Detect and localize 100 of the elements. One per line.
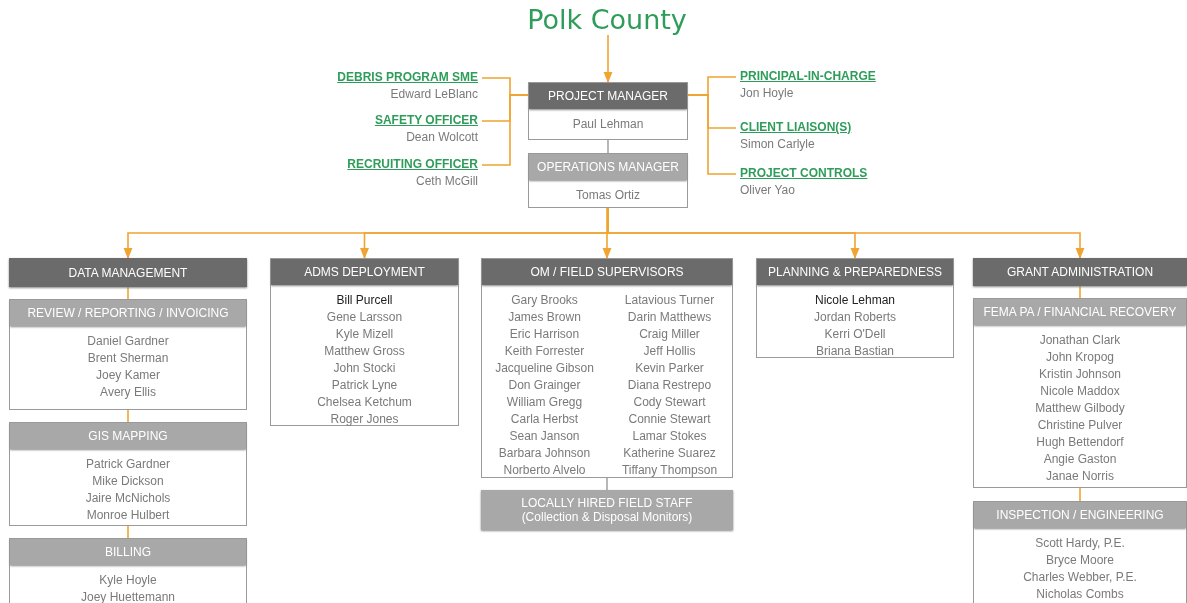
person-name: Kristin Johnson	[1037, 366, 1122, 383]
person-name: William Gregg	[505, 394, 584, 411]
person-name: Patrick Gardner	[85, 456, 171, 473]
card-header: ADMS DEPLOYMENT	[271, 259, 458, 285]
card-header: GIS MAPPING	[10, 423, 246, 449]
connector-line	[1079, 487, 1081, 502]
person-name: Darin Matthews	[626, 309, 713, 326]
person-name: Avery Ellis	[99, 384, 157, 401]
person-name: Tiffany Thompson	[620, 462, 719, 479]
person-name: Chelsea Ketchum	[316, 394, 413, 411]
person-name: Lamar Stokes	[631, 428, 708, 445]
org-card	[528, 153, 688, 208]
person-name: John Stocki	[332, 360, 397, 377]
department-header	[9, 258, 247, 287]
person-name: John Kropog	[1044, 349, 1116, 366]
connector-line	[606, 477, 608, 491]
connector-line	[603, 34, 613, 84]
person-name: Latavious Turner	[623, 292, 716, 309]
header-title: GRANT ADMINISTRATION	[1005, 265, 1155, 279]
connector-line	[607, 139, 609, 154]
person-name: Charles Webber, P.E.	[1022, 569, 1138, 586]
person-name: Brent Sherman	[86, 350, 170, 367]
person-name: Mike Dickson	[91, 473, 165, 490]
role-title: PRINCIPAL-IN-CHARGE	[740, 69, 877, 83]
person-name: Oliver Yao	[740, 183, 796, 197]
header-title: LOCALLY HIRED FIELD STAFF	[520, 496, 694, 510]
person-name: Briana Bastian	[814, 343, 895, 360]
person-name: Jaire McNichols	[84, 490, 172, 507]
person-name: Simon Carlyle	[740, 137, 816, 151]
role-title: PROJECT CONTROLS	[740, 166, 869, 180]
card-header: INSPECTION / ENGINEERING	[974, 502, 1186, 528]
person-name: Angie Gaston	[1042, 451, 1118, 468]
connector-line	[127, 286, 129, 300]
person-name: Carla Herbst	[509, 411, 580, 428]
person-name: Jeff Hollis	[642, 343, 697, 360]
card-header: PLANNING & PREPAREDNESS	[757, 259, 953, 285]
org-card	[973, 298, 1187, 488]
person-name: Nicole Lehman	[813, 292, 896, 309]
person-name: Jacqueline Gibson	[494, 360, 595, 377]
person-name: Roger Jones	[329, 411, 400, 428]
org-card	[481, 258, 733, 478]
role-title: SAFETY OFFICER	[373, 113, 478, 127]
connector-line	[127, 409, 129, 423]
card-header: BILLING	[10, 539, 246, 565]
person-name: Bill Purcell	[335, 292, 394, 309]
connector-line	[687, 94, 737, 175]
person-name: Monroe Hulbert	[85, 507, 171, 524]
person-name: Nicholas Combs	[1035, 586, 1125, 603]
person-name: Cody Stewart	[632, 394, 707, 411]
person-name: Edward LeBlanc	[389, 87, 478, 101]
person-name: Matthew Gross	[323, 343, 406, 360]
card-header: REVIEW / REPORTING / INVOICING	[10, 300, 246, 326]
person-name: Nicole Maddox	[1039, 383, 1121, 400]
person-name: Barbara Johnson	[497, 445, 592, 462]
header-title: DATA MANAGEMENT	[67, 265, 189, 280]
connector-line	[481, 94, 529, 166]
person-name: Kyle Mizell	[334, 326, 395, 343]
person-name: Jonathan Clark	[1038, 332, 1122, 349]
card-header: PROJECT MANAGER	[529, 83, 687, 109]
org-card	[973, 501, 1187, 603]
person-name: Keith Forrester	[503, 343, 586, 360]
person-name: Daniel Gardner	[86, 333, 170, 350]
person-name: Jordan Roberts	[812, 309, 897, 326]
person-name: Diana Restrepo	[626, 377, 713, 394]
person-name: Patrick Lyne	[330, 377, 399, 394]
org-card	[756, 258, 954, 358]
person-name: Norberto Alvelo	[502, 462, 587, 479]
card-header: OM / FIELD SUPERVISORS	[482, 259, 732, 285]
person-name: Kyle Hoyle	[98, 572, 158, 589]
role-title: CLIENT LIAISON(S)	[740, 120, 853, 134]
department-header	[481, 490, 733, 530]
connector-line	[127, 525, 129, 539]
person-name: Christine Pulver	[1036, 417, 1124, 434]
person-name: Tomas Ortiz	[575, 187, 641, 204]
card-header: FEMA PA / FINANCIAL RECOVERY	[974, 299, 1186, 325]
person-name: Don Grainger	[507, 377, 582, 394]
person-name: Sean Janson	[508, 428, 581, 445]
org-card	[528, 82, 688, 140]
header-subtitle: (Collection & Disposal Monitors)	[520, 510, 694, 524]
person-name: Dean Wolcott	[405, 130, 478, 144]
org-card	[9, 422, 247, 526]
person-name: Kevin Parker	[634, 360, 705, 377]
person-name: Craig Miller	[638, 326, 701, 343]
org-card	[270, 258, 459, 426]
person-name: Bryce Moore	[1045, 552, 1115, 569]
person-name: Joey Kamer	[95, 367, 161, 384]
person-name: Matthew Gilbody	[1034, 400, 1126, 417]
role-title: RECRUITING OFFICER	[346, 157, 478, 171]
role-title: DEBRIS PROGRAM SME	[336, 70, 478, 84]
person-name: Connie Stewart	[627, 411, 712, 428]
person-name: Paul Lehman	[571, 116, 645, 133]
person-name: Kerri O'Dell	[823, 326, 887, 343]
person-name: Janae Norris	[1045, 468, 1115, 485]
person-name: Hugh Bettendorf	[1035, 434, 1125, 451]
connector-line	[1079, 285, 1081, 299]
connector-line	[602, 207, 612, 260]
person-name: James Brown	[507, 309, 582, 326]
org-card	[9, 299, 247, 410]
person-name: Ceth McGill	[415, 174, 478, 188]
person-name: Gene Larsson	[325, 309, 404, 326]
